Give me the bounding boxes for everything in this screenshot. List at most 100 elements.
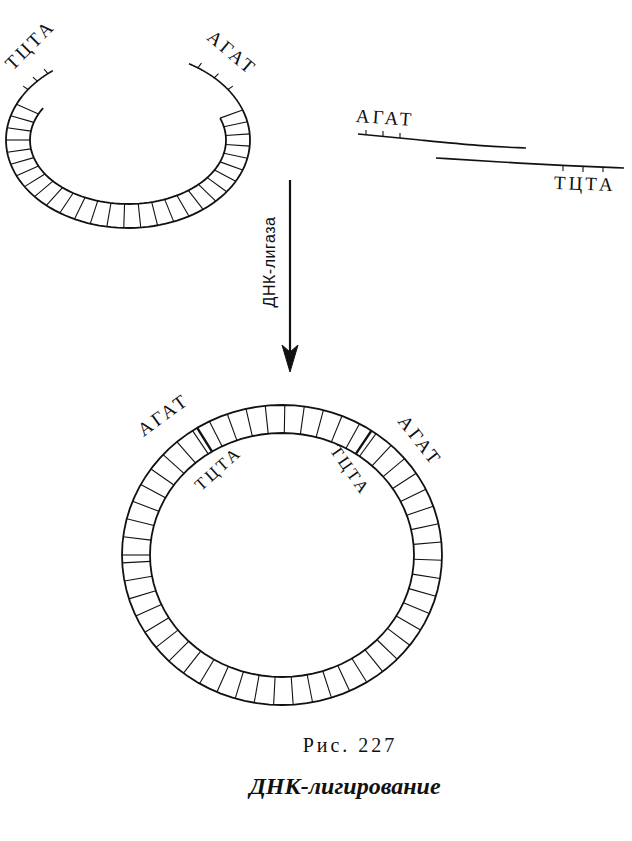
outer-strand [122, 405, 442, 705]
recombinant-plasmid [122, 405, 442, 705]
base-pair [123, 204, 125, 228]
single-strand-left [22, 71, 53, 96]
base-pair [129, 591, 156, 599]
sticky-end-tick [33, 77, 37, 81]
base-pair [411, 524, 438, 530]
sticky-end-tick [44, 69, 48, 74]
base-pair [226, 134, 250, 136]
base-pair [412, 574, 440, 578]
base-pair [254, 675, 259, 703]
single-strand-right [189, 64, 243, 110]
sticky-end-sequence: АГАТ [355, 105, 414, 128]
base-pair [291, 677, 293, 705]
base-pair [107, 203, 111, 227]
outer-strand [6, 96, 250, 228]
figure-number: Рис. 227 [303, 735, 398, 755]
base-pair [11, 116, 34, 123]
base-pair [331, 416, 341, 442]
base-pair [217, 666, 228, 692]
process-arrow-shaft [289, 180, 291, 352]
base-pair [123, 537, 151, 540]
base-pair [323, 671, 332, 698]
base-pair [401, 489, 426, 501]
base-pair [122, 561, 150, 562]
sticky-end-sequence: ТЦТА [554, 172, 616, 193]
sticky-end-tick [198, 63, 201, 68]
base-pair [215, 170, 236, 181]
base-pair [413, 542, 441, 544]
base-pair [265, 406, 268, 434]
base-pair [226, 144, 250, 146]
base-pair [200, 660, 214, 684]
base-pair [156, 630, 178, 647]
base-pair [274, 677, 275, 705]
base-pair [209, 421, 222, 446]
sticky-end-sequence: АГАТ [134, 389, 192, 439]
base-pair [90, 201, 97, 224]
base-pair [138, 204, 141, 228]
base-pair [141, 485, 166, 498]
base-pair [17, 166, 39, 176]
sticky-end-sequence: АГАТ [204, 26, 261, 78]
base-pair [316, 410, 323, 437]
fragment-top-strand [358, 134, 526, 148]
base-pair [372, 445, 391, 465]
sticky-end-tick [214, 74, 218, 78]
base-pair [387, 628, 409, 645]
base-pair [17, 104, 39, 114]
opened-plasmid [6, 96, 250, 228]
inner-strand [150, 433, 414, 677]
sticky-end-tick [399, 133, 400, 138]
base-pair [165, 199, 174, 221]
base-pair [338, 666, 350, 691]
base-pair [365, 650, 383, 672]
base-pair [224, 122, 247, 127]
sticky-end-sequence: ТЦТА [1, 15, 58, 72]
sticky-end-tick [365, 130, 366, 135]
base-pair [127, 519, 154, 526]
figure-caption: ДНК-лигирование [249, 774, 440, 798]
base-pair [220, 110, 243, 118]
base-pair [346, 424, 360, 448]
base-pair [122, 554, 150, 555]
base-pair [75, 198, 86, 220]
process-arrow-head [282, 345, 298, 372]
ligation-site [356, 431, 372, 454]
base-pair [177, 195, 189, 216]
base-pair [414, 559, 442, 561]
sticky-end-tick [602, 167, 603, 172]
base-pair [163, 455, 184, 474]
base-pair [224, 153, 247, 158]
base-pair [207, 178, 226, 192]
base-pair [377, 640, 397, 659]
sticky-end-tick [562, 166, 563, 171]
base-pair [407, 506, 433, 515]
base-pair [35, 181, 53, 196]
sticky-end-tick [228, 86, 233, 89]
base-pair [124, 576, 152, 581]
base-pair [7, 128, 31, 131]
enzyme-label: ДНК-лигаза [262, 217, 278, 308]
inner-strand [30, 108, 226, 204]
base-pair [188, 190, 203, 209]
base-pair [60, 193, 73, 213]
base-pair [136, 605, 162, 616]
base-pair [25, 174, 45, 187]
sticky-end-tick [382, 131, 383, 136]
base-pair [198, 184, 215, 201]
base-pair [393, 473, 416, 488]
base-pair [383, 459, 404, 477]
base-pair [307, 675, 312, 702]
base-pair [11, 158, 34, 165]
base-pair [151, 469, 174, 485]
base-pair [152, 202, 158, 225]
base-pair [145, 618, 169, 632]
base-pair [169, 641, 189, 661]
base-pair [409, 589, 436, 597]
base-pair [133, 501, 159, 511]
base-pair [246, 409, 252, 436]
base-pair [177, 442, 195, 463]
ligation-site [197, 428, 212, 452]
sticky-end-tick [582, 167, 583, 172]
